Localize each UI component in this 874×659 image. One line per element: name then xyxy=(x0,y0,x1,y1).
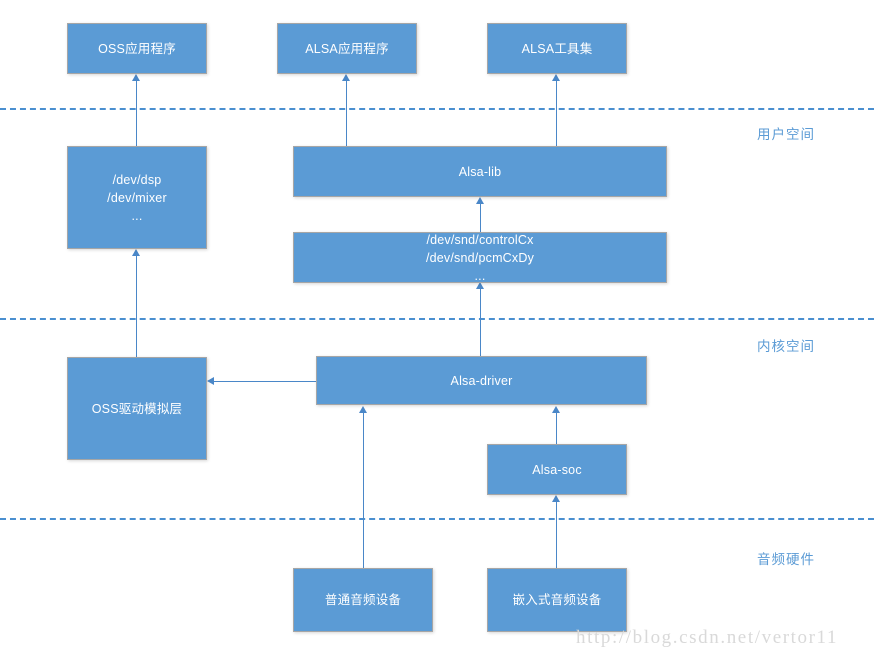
box-dev-snd-label: /dev/snd/controlCx /dev/snd/pcmCxDy ... xyxy=(425,232,535,283)
divider-user-kernel-top xyxy=(0,108,874,110)
divider-kernel-hardware xyxy=(0,518,874,520)
box-alsa-driver-label: Alsa-driver xyxy=(450,373,513,388)
connector-alsasoc-to-alsadriver-arrowhead xyxy=(552,406,560,413)
box-alsa-tools[interactable]: ALSA工具集 xyxy=(487,23,627,74)
box-alsa-app[interactable]: ALSA应用程序 xyxy=(277,23,417,74)
zone-label-audio-hardware: 音频硬件 xyxy=(757,552,815,567)
box-oss-emulation-label: OSS驱动模拟层 xyxy=(91,401,183,416)
connector-alsasoc-to-alsadriver-line xyxy=(556,412,557,445)
box-dev-snd[interactable]: /dev/snd/controlCx /dev/snd/pcmCxDy ... xyxy=(293,232,667,283)
box-alsa-soc-label: Alsa-soc xyxy=(532,462,582,477)
watermark: http://blog.csdn.net/vertor11 xyxy=(576,627,839,648)
box-normal-audio-device[interactable]: 普通音频设备 xyxy=(293,568,433,632)
connector-alsadriver-to-ossemu-arrowhead xyxy=(207,377,214,385)
connector-alsalib-to-alsaapp-line xyxy=(346,80,347,147)
connector-devdsp-to-ossapp-line xyxy=(136,80,137,147)
connector-ossemu-to-devdsp-arrowhead xyxy=(132,249,140,256)
connector-devdsp-to-ossapp-arrowhead xyxy=(132,74,140,81)
box-dev-dsp-label: /dev/dsp /dev/mixer ... xyxy=(107,172,167,223)
connector-embeddeddevice-to-alsasoc-line xyxy=(556,501,557,569)
connector-alsalib-to-alsatools-line xyxy=(556,80,557,147)
box-alsa-tools-label: ALSA工具集 xyxy=(521,41,593,56)
box-embedded-audio-device[interactable]: 嵌入式音频设备 xyxy=(487,568,627,632)
connector-devsnd-to-alsalib-arrowhead xyxy=(476,197,484,204)
box-alsa-lib-label: Alsa-lib xyxy=(458,164,502,179)
box-dev-dsp[interactable]: /dev/dsp /dev/mixer ... xyxy=(67,146,207,249)
box-oss-app-label: OSS应用程序 xyxy=(98,41,176,56)
connector-normaldevice-to-alsadriver-line xyxy=(363,412,364,569)
box-normal-audio-device-label: 普通音频设备 xyxy=(324,593,402,607)
connector-devsnd-to-alsalib-line xyxy=(480,203,481,232)
connector-alsalib-to-alsaapp-arrowhead xyxy=(342,74,350,81)
box-alsa-lib[interactable]: Alsa-lib xyxy=(293,146,667,197)
zone-label-kernel-space: 内核空间 xyxy=(757,339,815,354)
connector-alsalib-to-alsatools-arrowhead xyxy=(552,74,560,81)
box-embedded-audio-device-label: 嵌入式音频设备 xyxy=(512,593,602,607)
box-alsa-soc[interactable]: Alsa-soc xyxy=(487,444,627,495)
box-oss-app[interactable]: OSS应用程序 xyxy=(67,23,207,74)
box-alsa-driver[interactable]: Alsa-driver xyxy=(316,356,647,405)
divider-user-kernel xyxy=(0,318,874,320)
connector-alsadriver-to-devsnd-line xyxy=(480,288,481,357)
connector-alsadriver-to-ossemu-line xyxy=(214,381,324,382)
zone-label-user-space: 用户空间 xyxy=(757,127,815,142)
box-oss-emulation[interactable]: OSS驱动模拟层 xyxy=(67,357,207,460)
connector-ossemu-to-devdsp-line xyxy=(136,255,137,358)
connector-normaldevice-to-alsadriver-arrowhead xyxy=(359,406,367,413)
connector-alsadriver-to-devsnd-arrowhead xyxy=(476,282,484,289)
connector-embeddeddevice-to-alsasoc-arrowhead xyxy=(552,495,560,502)
box-alsa-app-label: ALSA应用程序 xyxy=(305,41,389,56)
